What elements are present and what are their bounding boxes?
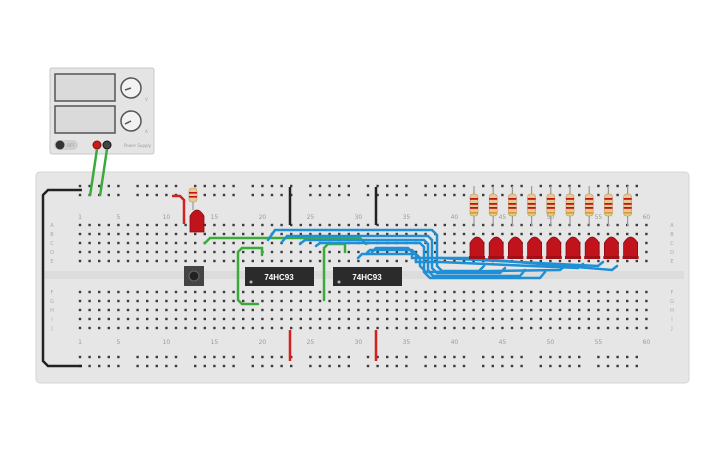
column-label: 60 bbox=[643, 339, 651, 346]
column-label: 20 bbox=[259, 339, 267, 346]
minus-terminal[interactable] bbox=[102, 140, 112, 150]
voltage-knob-label: V bbox=[145, 97, 148, 102]
row-label: A bbox=[670, 223, 674, 229]
column-label: 55 bbox=[595, 339, 603, 346]
column-label: 55 bbox=[595, 214, 603, 221]
row-label: G bbox=[670, 299, 674, 305]
ic1-label: 74HC93 bbox=[264, 273, 294, 282]
resistor[interactable] bbox=[508, 186, 517, 226]
blue-wire-4[interactable] bbox=[314, 241, 547, 280]
led-group bbox=[469, 236, 639, 259]
resistor[interactable] bbox=[623, 186, 632, 226]
resistor[interactable] bbox=[469, 186, 479, 226]
black-rail-wire[interactable] bbox=[41, 188, 82, 368]
row-label: B bbox=[50, 232, 54, 238]
column-label: 30 bbox=[355, 214, 363, 221]
column-label: 20 bbox=[259, 214, 267, 221]
row-label: H bbox=[670, 308, 674, 314]
psu-brand-text: Power Supply bbox=[124, 143, 152, 148]
blue-wires[interactable] bbox=[266, 228, 619, 280]
led[interactable] bbox=[565, 236, 581, 259]
row-label: J bbox=[50, 326, 52, 332]
ic-74hc93-2[interactable]: 74HC93 bbox=[333, 267, 402, 286]
column-label: 15 bbox=[211, 339, 219, 346]
indicator-led[interactable] bbox=[188, 187, 205, 233]
led[interactable] bbox=[488, 236, 505, 259]
resistor[interactable] bbox=[565, 186, 575, 226]
row-label: C bbox=[50, 241, 54, 247]
led[interactable] bbox=[507, 236, 524, 259]
column-label: 35 bbox=[403, 339, 411, 346]
column-label: 25 bbox=[307, 339, 315, 346]
supply-wire-plus[interactable] bbox=[88, 148, 99, 197]
column-label: 40 bbox=[451, 214, 459, 221]
column-label: 30 bbox=[355, 339, 363, 346]
led[interactable] bbox=[584, 236, 601, 259]
plus-terminal[interactable] bbox=[92, 140, 102, 150]
voltage-display bbox=[54, 73, 116, 102]
push-button[interactable] bbox=[184, 266, 204, 286]
row-label: I bbox=[671, 317, 672, 323]
row-label: D bbox=[670, 250, 674, 256]
ic2-label: 74HC93 bbox=[352, 273, 382, 282]
resistor-group bbox=[469, 186, 632, 226]
breadboard-holes bbox=[78, 184, 648, 368]
led[interactable] bbox=[526, 236, 543, 259]
row-label: C bbox=[670, 241, 674, 247]
column-label: 40 bbox=[451, 339, 459, 346]
column-label: 1 bbox=[78, 339, 82, 346]
blue-wire-2[interactable] bbox=[280, 234, 507, 275]
green-wire-2[interactable] bbox=[236, 246, 264, 306]
red-rail-wire[interactable] bbox=[172, 194, 186, 224]
column-label: 5 bbox=[116, 214, 120, 221]
row-label: I bbox=[51, 317, 52, 323]
column-label: 60 bbox=[643, 214, 651, 221]
led[interactable] bbox=[545, 236, 562, 259]
supply-wire-minus[interactable] bbox=[98, 148, 109, 197]
column-label: 10 bbox=[163, 339, 171, 346]
column-label: 50 bbox=[547, 339, 555, 346]
led[interactable] bbox=[603, 236, 620, 259]
row-label: D bbox=[50, 250, 54, 256]
blue-wire-7[interactable] bbox=[370, 246, 605, 268]
ic-74hc93-1[interactable]: 74HC93 bbox=[245, 267, 314, 286]
column-label: 5 bbox=[116, 339, 120, 346]
row-label: F bbox=[671, 290, 674, 296]
power-switch-label: OFF bbox=[67, 143, 75, 148]
column-label: 15 bbox=[211, 214, 219, 221]
row-label: G bbox=[50, 299, 54, 305]
column-label: 45 bbox=[499, 339, 507, 346]
row-label: B bbox=[670, 232, 674, 238]
led[interactable] bbox=[469, 236, 485, 259]
row-label: A bbox=[50, 223, 54, 229]
current-knob-label: A bbox=[145, 129, 148, 134]
resistor[interactable] bbox=[527, 186, 536, 226]
led[interactable] bbox=[622, 236, 639, 259]
resistor[interactable] bbox=[604, 186, 613, 226]
resistor[interactable] bbox=[488, 186, 498, 226]
column-label: 45 bbox=[499, 214, 507, 221]
column-label: 25 bbox=[307, 214, 315, 221]
row-label: J bbox=[670, 326, 672, 332]
current-display bbox=[54, 105, 116, 134]
blue-wire-8[interactable] bbox=[438, 256, 619, 272]
power-wires[interactable] bbox=[41, 148, 378, 368]
row-label: H bbox=[50, 308, 54, 314]
resistor[interactable] bbox=[584, 186, 594, 226]
column-label: 10 bbox=[163, 214, 171, 221]
column-label: 1 bbox=[78, 214, 82, 221]
power-supply[interactable]: V A OFF Power Supply bbox=[49, 67, 155, 155]
row-label: E bbox=[50, 259, 53, 265]
row-label: E bbox=[670, 259, 673, 265]
column-label: 35 bbox=[403, 214, 411, 221]
resistor[interactable] bbox=[546, 186, 556, 226]
row-label: F bbox=[51, 290, 54, 296]
